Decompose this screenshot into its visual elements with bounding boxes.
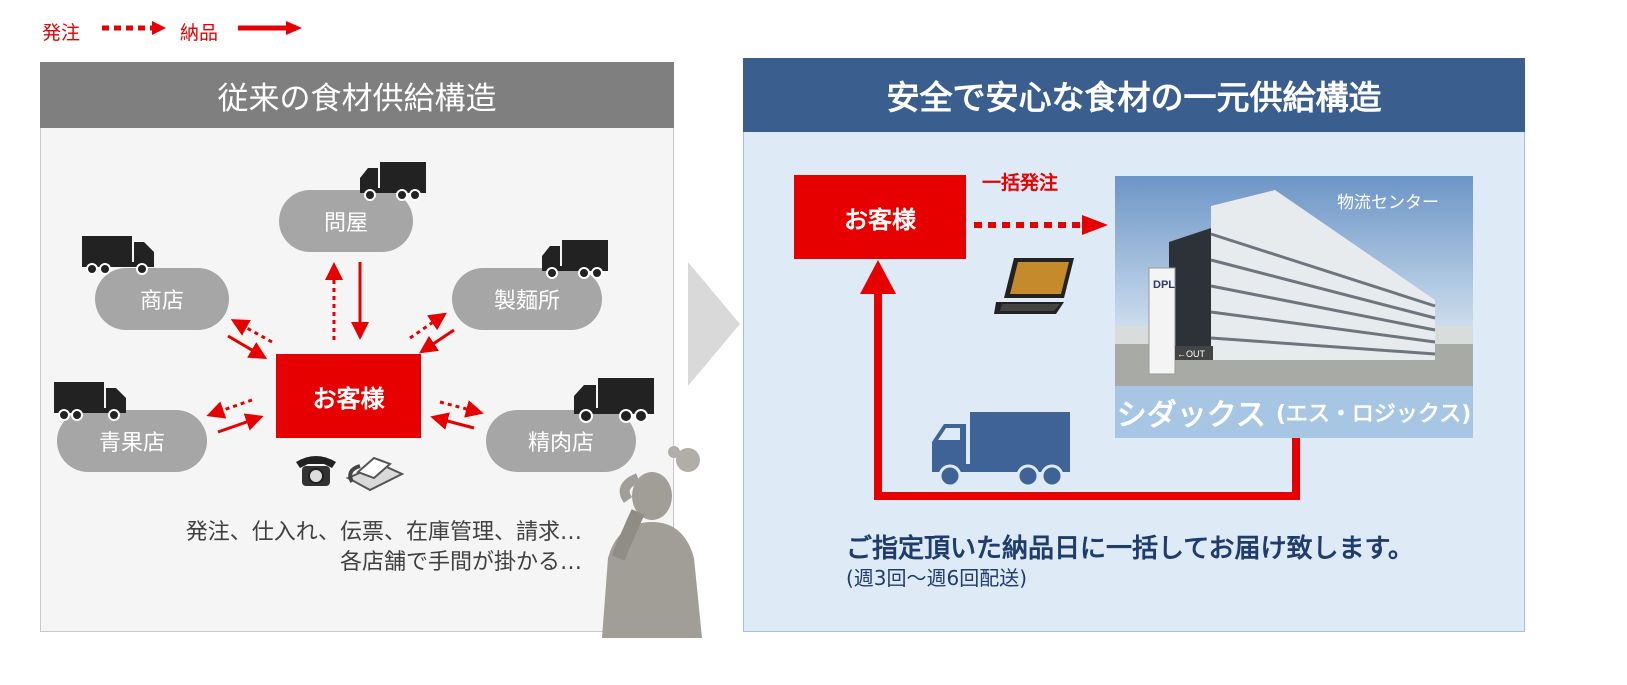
node-wholesaler: 問屋 bbox=[279, 190, 413, 252]
logistics-center-photo: DPL ←OUT 物流センター bbox=[1115, 176, 1473, 386]
chevron-right-icon bbox=[688, 262, 740, 386]
truck-icon bbox=[574, 378, 654, 423]
truck-icon bbox=[54, 382, 126, 421]
bulk-order-label: 一括発注 bbox=[982, 172, 1059, 194]
truck-icon bbox=[932, 412, 1070, 488]
legend-delivery-arrow bbox=[238, 21, 302, 35]
truck-icon bbox=[82, 236, 154, 275]
logistics-center-label: 物流センター bbox=[1337, 193, 1439, 213]
node-greengrocer: 青果店 bbox=[57, 410, 207, 472]
truck-icon bbox=[542, 240, 608, 279]
delivery-return-arrow bbox=[860, 260, 1300, 500]
legend-delivery-label: 納品 bbox=[180, 22, 219, 44]
legend-order-label: 発注 bbox=[42, 22, 81, 44]
traditional-note-line2: 各店舗で手間が掛かる… bbox=[339, 550, 582, 575]
traditional-note-line1: 発注、仕入れ、伝票、在庫管理、請求… bbox=[185, 520, 582, 545]
legend-order-arrow bbox=[102, 21, 166, 35]
building-sign-out: ←OUT bbox=[1177, 349, 1206, 359]
building-sign-text: DPL bbox=[1153, 279, 1175, 291]
laptop-icon bbox=[994, 258, 1074, 314]
traditional-flow-arrows bbox=[206, 262, 484, 434]
delivery-message: ご指定頂いた納品日に一括してお届け致します。 bbox=[846, 534, 1414, 564]
customer-box-unified: お客様 bbox=[794, 175, 966, 259]
delivery-frequency: (週3回～週6回配送) bbox=[846, 566, 1028, 590]
bulk-order-arrow bbox=[974, 215, 1108, 235]
node-shop: 商店 bbox=[95, 268, 229, 330]
company-sub-name: (エス・ロジックス) bbox=[1275, 402, 1472, 427]
fax-icon bbox=[345, 456, 404, 492]
traditional-structure-title: 従来の食材供給構造 bbox=[40, 62, 674, 128]
thinking-person-silhouette bbox=[602, 446, 702, 638]
traditional-note: 発注、仕入れ、伝票、在庫管理、請求… 各店舗で手間が掛かる… bbox=[120, 518, 582, 578]
traditional-structure-panel bbox=[40, 62, 674, 632]
node-noodle-factory: 製麺所 bbox=[452, 268, 602, 330]
unified-structure-title: 安全で安心な食材の一元供給構造 bbox=[743, 58, 1525, 132]
telephone-icon bbox=[296, 456, 336, 486]
node-butcher: 精肉店 bbox=[486, 410, 636, 472]
logistics-building-image: DPL ←OUT bbox=[1115, 190, 1473, 386]
truck-icon bbox=[360, 162, 426, 201]
customer-box-traditional: お客様 bbox=[276, 354, 421, 438]
company-name: シダックス bbox=[1116, 398, 1266, 433]
company-caption: シダックス (エス・ロジックス) bbox=[1115, 386, 1473, 438]
